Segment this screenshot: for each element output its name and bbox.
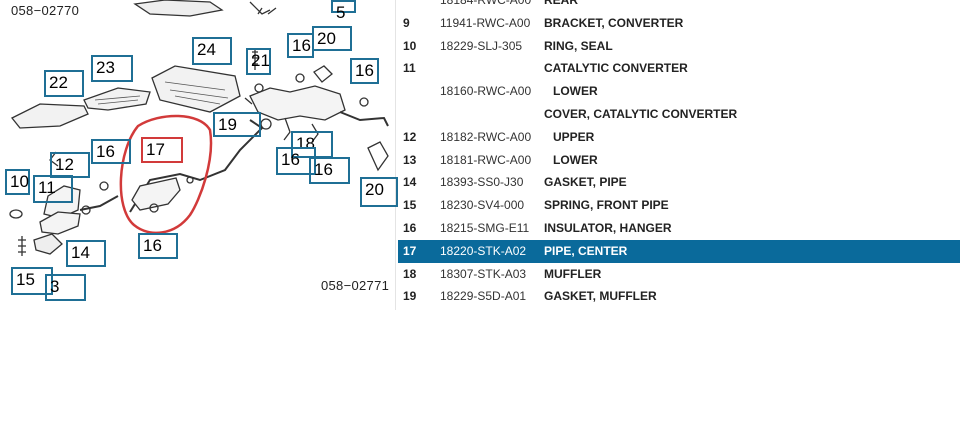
part-description: INSULATOR, HANGER bbox=[544, 221, 672, 235]
part-code: 18184-RWC-A00 bbox=[440, 0, 532, 7]
part-description: GASKET, PIPE bbox=[544, 175, 627, 190]
part-number-index: 12 bbox=[403, 129, 417, 144]
part-number-index: 9 bbox=[403, 15, 410, 30]
part-code: 18229-SLJ-305 bbox=[440, 38, 523, 53]
part-description: REAR bbox=[544, 0, 579, 7]
callout-16[interactable]: 16 bbox=[91, 139, 131, 164]
part-code: 18220-STK-A02 bbox=[440, 243, 527, 258]
parts-diagram: 058−02770 058−02771 5 24 21 16 20 16 22 … bbox=[0, 0, 398, 310]
parts-row[interactable]: 14 18393-SS0-J30 GASKET, PIPE bbox=[398, 171, 960, 194]
parts-row[interactable]: 11 CATALYTIC CONVERTER bbox=[398, 57, 960, 80]
callout-5[interactable]: 5 bbox=[331, 0, 356, 21]
part-number-index: 14 bbox=[403, 175, 417, 190]
callout-21[interactable]: 21 bbox=[246, 48, 271, 75]
part-number-index: 15 bbox=[403, 198, 417, 213]
part-description: UPPER bbox=[553, 129, 595, 144]
callout-16[interactable]: 16 bbox=[276, 147, 316, 175]
parts-row[interactable]: 16 18215-SMG-E11 INSULATOR, HANGER bbox=[398, 217, 960, 240]
part-description: MUFFLER bbox=[544, 266, 602, 281]
diagram-code: 058−02771 bbox=[321, 278, 390, 293]
exhaust-diagram-drawing bbox=[9, 0, 389, 256]
parts-row[interactable]: 10 18229-SLJ-305 RING, SEAL bbox=[398, 35, 960, 58]
diagram-code: 058−02770 bbox=[11, 3, 80, 18]
part-code: 18182-RWC-A00 bbox=[440, 129, 532, 144]
callout-20[interactable]: 20 bbox=[360, 177, 398, 207]
callout-10[interactable]: 10 bbox=[5, 169, 30, 195]
part-description: GASKET, MUFFLER bbox=[544, 289, 657, 304]
callout-14[interactable]: 14 bbox=[66, 240, 106, 267]
callout-22[interactable]: 22 bbox=[44, 70, 84, 97]
part-number-index: 18 bbox=[403, 266, 417, 281]
part-number-index: 17 bbox=[403, 243, 417, 258]
callout-20[interactable]: 20 bbox=[312, 26, 352, 51]
selected-part-highlight bbox=[119, 114, 213, 235]
callout-17-selected[interactable]: 17 bbox=[141, 137, 183, 163]
parts-row[interactable]: 9 11941-RWC-A00 BRACKET, CONVERTER bbox=[398, 12, 960, 35]
part-number-index: 10 bbox=[403, 38, 417, 53]
callout-24[interactable]: 24 bbox=[192, 37, 232, 65]
part-code: 11941-RWC-A00 bbox=[440, 15, 531, 30]
parts-row[interactable]: 18 18307-STK-A03 MUFFLER bbox=[398, 263, 960, 286]
part-code: 18160-RWC-A00 bbox=[440, 84, 532, 99]
parts-row[interactable]: 15 18230-SV4-000 SPRING, FRONT PIPE bbox=[398, 194, 960, 217]
callout-16[interactable]: 16 bbox=[138, 233, 178, 259]
part-description: RING, SEAL bbox=[544, 38, 613, 53]
callout-23[interactable]: 23 bbox=[91, 55, 133, 82]
part-description: LOWER bbox=[553, 152, 598, 167]
part-description: SPRING, FRONT PIPE bbox=[544, 198, 669, 213]
callout-12[interactable]: 12 bbox=[50, 152, 90, 178]
part-description: BRACKET, CONVERTER bbox=[544, 15, 684, 30]
part-code: 18215-SMG-E11 bbox=[440, 221, 530, 235]
part-number-index: 13 bbox=[403, 152, 417, 167]
part-number-index: 11 bbox=[403, 61, 416, 76]
parts-row[interactable]: 12 18182-RWC-A00 UPPER bbox=[398, 126, 960, 149]
part-number-index: 16 bbox=[403, 221, 417, 235]
parts-row[interactable]: 18160-RWC-A00 LOWER bbox=[398, 80, 960, 103]
part-number-index: 19 bbox=[403, 289, 417, 304]
part-description: PIPE, CENTER bbox=[544, 243, 628, 258]
parts-row[interactable]: 13 18181-RWC-A00 LOWER bbox=[398, 149, 960, 172]
parts-row[interactable]: 19 18229-S5D-A01 GASKET, MUFFLER bbox=[398, 285, 960, 308]
parts-row[interactable]: COVER, CATALYTIC CONVERTER bbox=[398, 103, 960, 126]
parts-row-selected[interactable]: 17 18220-STK-A02 PIPE, CENTER bbox=[398, 239, 960, 263]
callout-11[interactable]: 11 bbox=[33, 175, 73, 203]
part-description: COVER, CATALYTIC CONVERTER bbox=[544, 107, 738, 121]
part-code: 18229-S5D-A01 bbox=[440, 289, 527, 304]
callout-15[interactable]: 15 bbox=[11, 267, 53, 295]
callout-16[interactable]: 16 bbox=[309, 157, 350, 184]
part-code: 18307-STK-A03 bbox=[440, 266, 527, 281]
part-code: 18181-RWC-A00 bbox=[440, 152, 532, 167]
callout-16[interactable]: 16 bbox=[287, 33, 314, 58]
part-code: 18230-SV4-000 bbox=[440, 198, 525, 213]
callout-16[interactable]: 16 bbox=[350, 58, 379, 84]
callout-3[interactable]: 3 bbox=[45, 274, 86, 301]
callout-19[interactable]: 19 bbox=[213, 112, 261, 137]
parts-row[interactable]: 18184-RWC-A00 REAR bbox=[398, 0, 960, 12]
part-description: LOWER bbox=[553, 84, 598, 99]
part-code: 18393-SS0-J30 bbox=[440, 175, 524, 190]
part-description: CATALYTIC CONVERTER bbox=[544, 61, 688, 76]
